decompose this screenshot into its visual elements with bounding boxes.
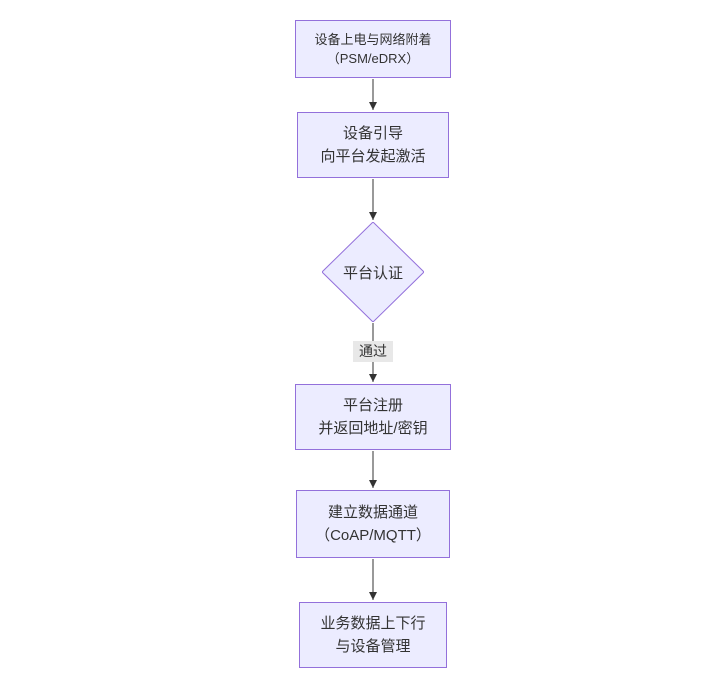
node-text-line: 设备引导 — [342, 124, 403, 142]
edge-label-pass: 通过 — [353, 341, 393, 362]
node-text-line: 建立数据通道 — [327, 503, 418, 521]
node-text-line: 业务数据上下行 — [320, 614, 426, 632]
node-text-line: 与设备管理 — [335, 638, 411, 655]
node-platform-register: 平台注册 并返回地址/密钥 — [295, 384, 451, 450]
node-business-data: 业务数据上下行 与设备管理 — [299, 602, 447, 668]
node-platform-auth-decision: 平台认证 — [322, 222, 424, 322]
decision-diamond-shape — [322, 222, 424, 322]
node-text-line: 向平台发起激活 — [320, 148, 426, 165]
node-text-line: 设备上电与网络附着 — [314, 31, 432, 47]
node-text-line: 并返回地址/密钥 — [318, 420, 428, 437]
node-device-power-attach: 设备上电与网络附着 （PSM/eDRX） — [295, 20, 451, 78]
node-text-line: （PSM/eDRX） — [326, 51, 420, 66]
node-text-line: 平台注册 — [342, 396, 403, 414]
node-text-line: 平台认证 — [342, 264, 403, 282]
node-device-bootstrap: 设备引导 向平台发起激活 — [297, 112, 449, 178]
node-data-channel: 建立数据通道 （CoAP/MQTT） — [296, 490, 450, 558]
node-text-line: （CoAP/MQTT） — [315, 527, 431, 544]
